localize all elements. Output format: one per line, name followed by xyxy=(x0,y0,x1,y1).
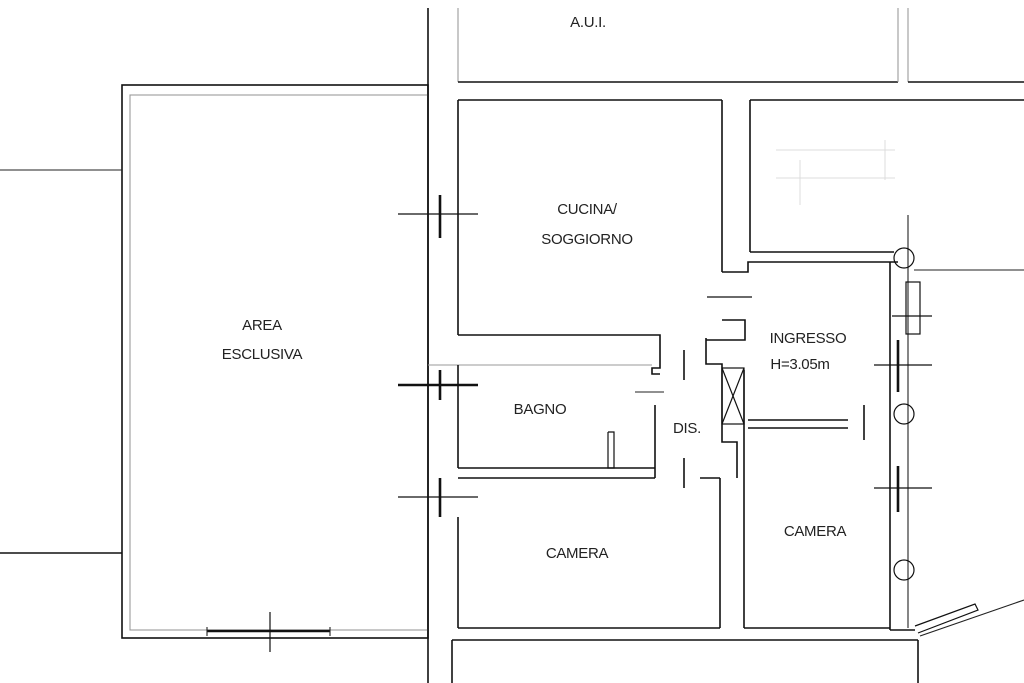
kitchen-walls xyxy=(428,100,1024,375)
ingresso-label-line1: INGRESSO xyxy=(770,330,847,347)
kitchen-label-line1: CUCINA/ xyxy=(557,201,618,218)
ingresso-walls xyxy=(635,296,865,628)
bagno-walls xyxy=(457,365,656,479)
bagno-label: BAGNO xyxy=(514,401,567,418)
camera-left-label: CAMERA xyxy=(546,545,609,562)
dis-label: DIS. xyxy=(673,420,701,437)
camera-left-walls xyxy=(451,517,919,683)
aui-walls xyxy=(427,8,1024,683)
area-label-line1: AREA xyxy=(242,317,282,334)
aui-label: A.U.I. xyxy=(570,14,606,31)
west-windows xyxy=(398,195,478,517)
camera-right-walls xyxy=(744,215,1024,637)
area-gate xyxy=(206,612,331,652)
ingresso-label-line2: H=3.05m xyxy=(770,356,829,373)
area-esclusiva-walls xyxy=(0,84,429,639)
kitchen-label-line2: SOGGIORNO xyxy=(541,231,632,248)
area-label-line2: ESCLUSIVA xyxy=(222,346,303,363)
camera-right-label: CAMERA xyxy=(784,523,847,540)
